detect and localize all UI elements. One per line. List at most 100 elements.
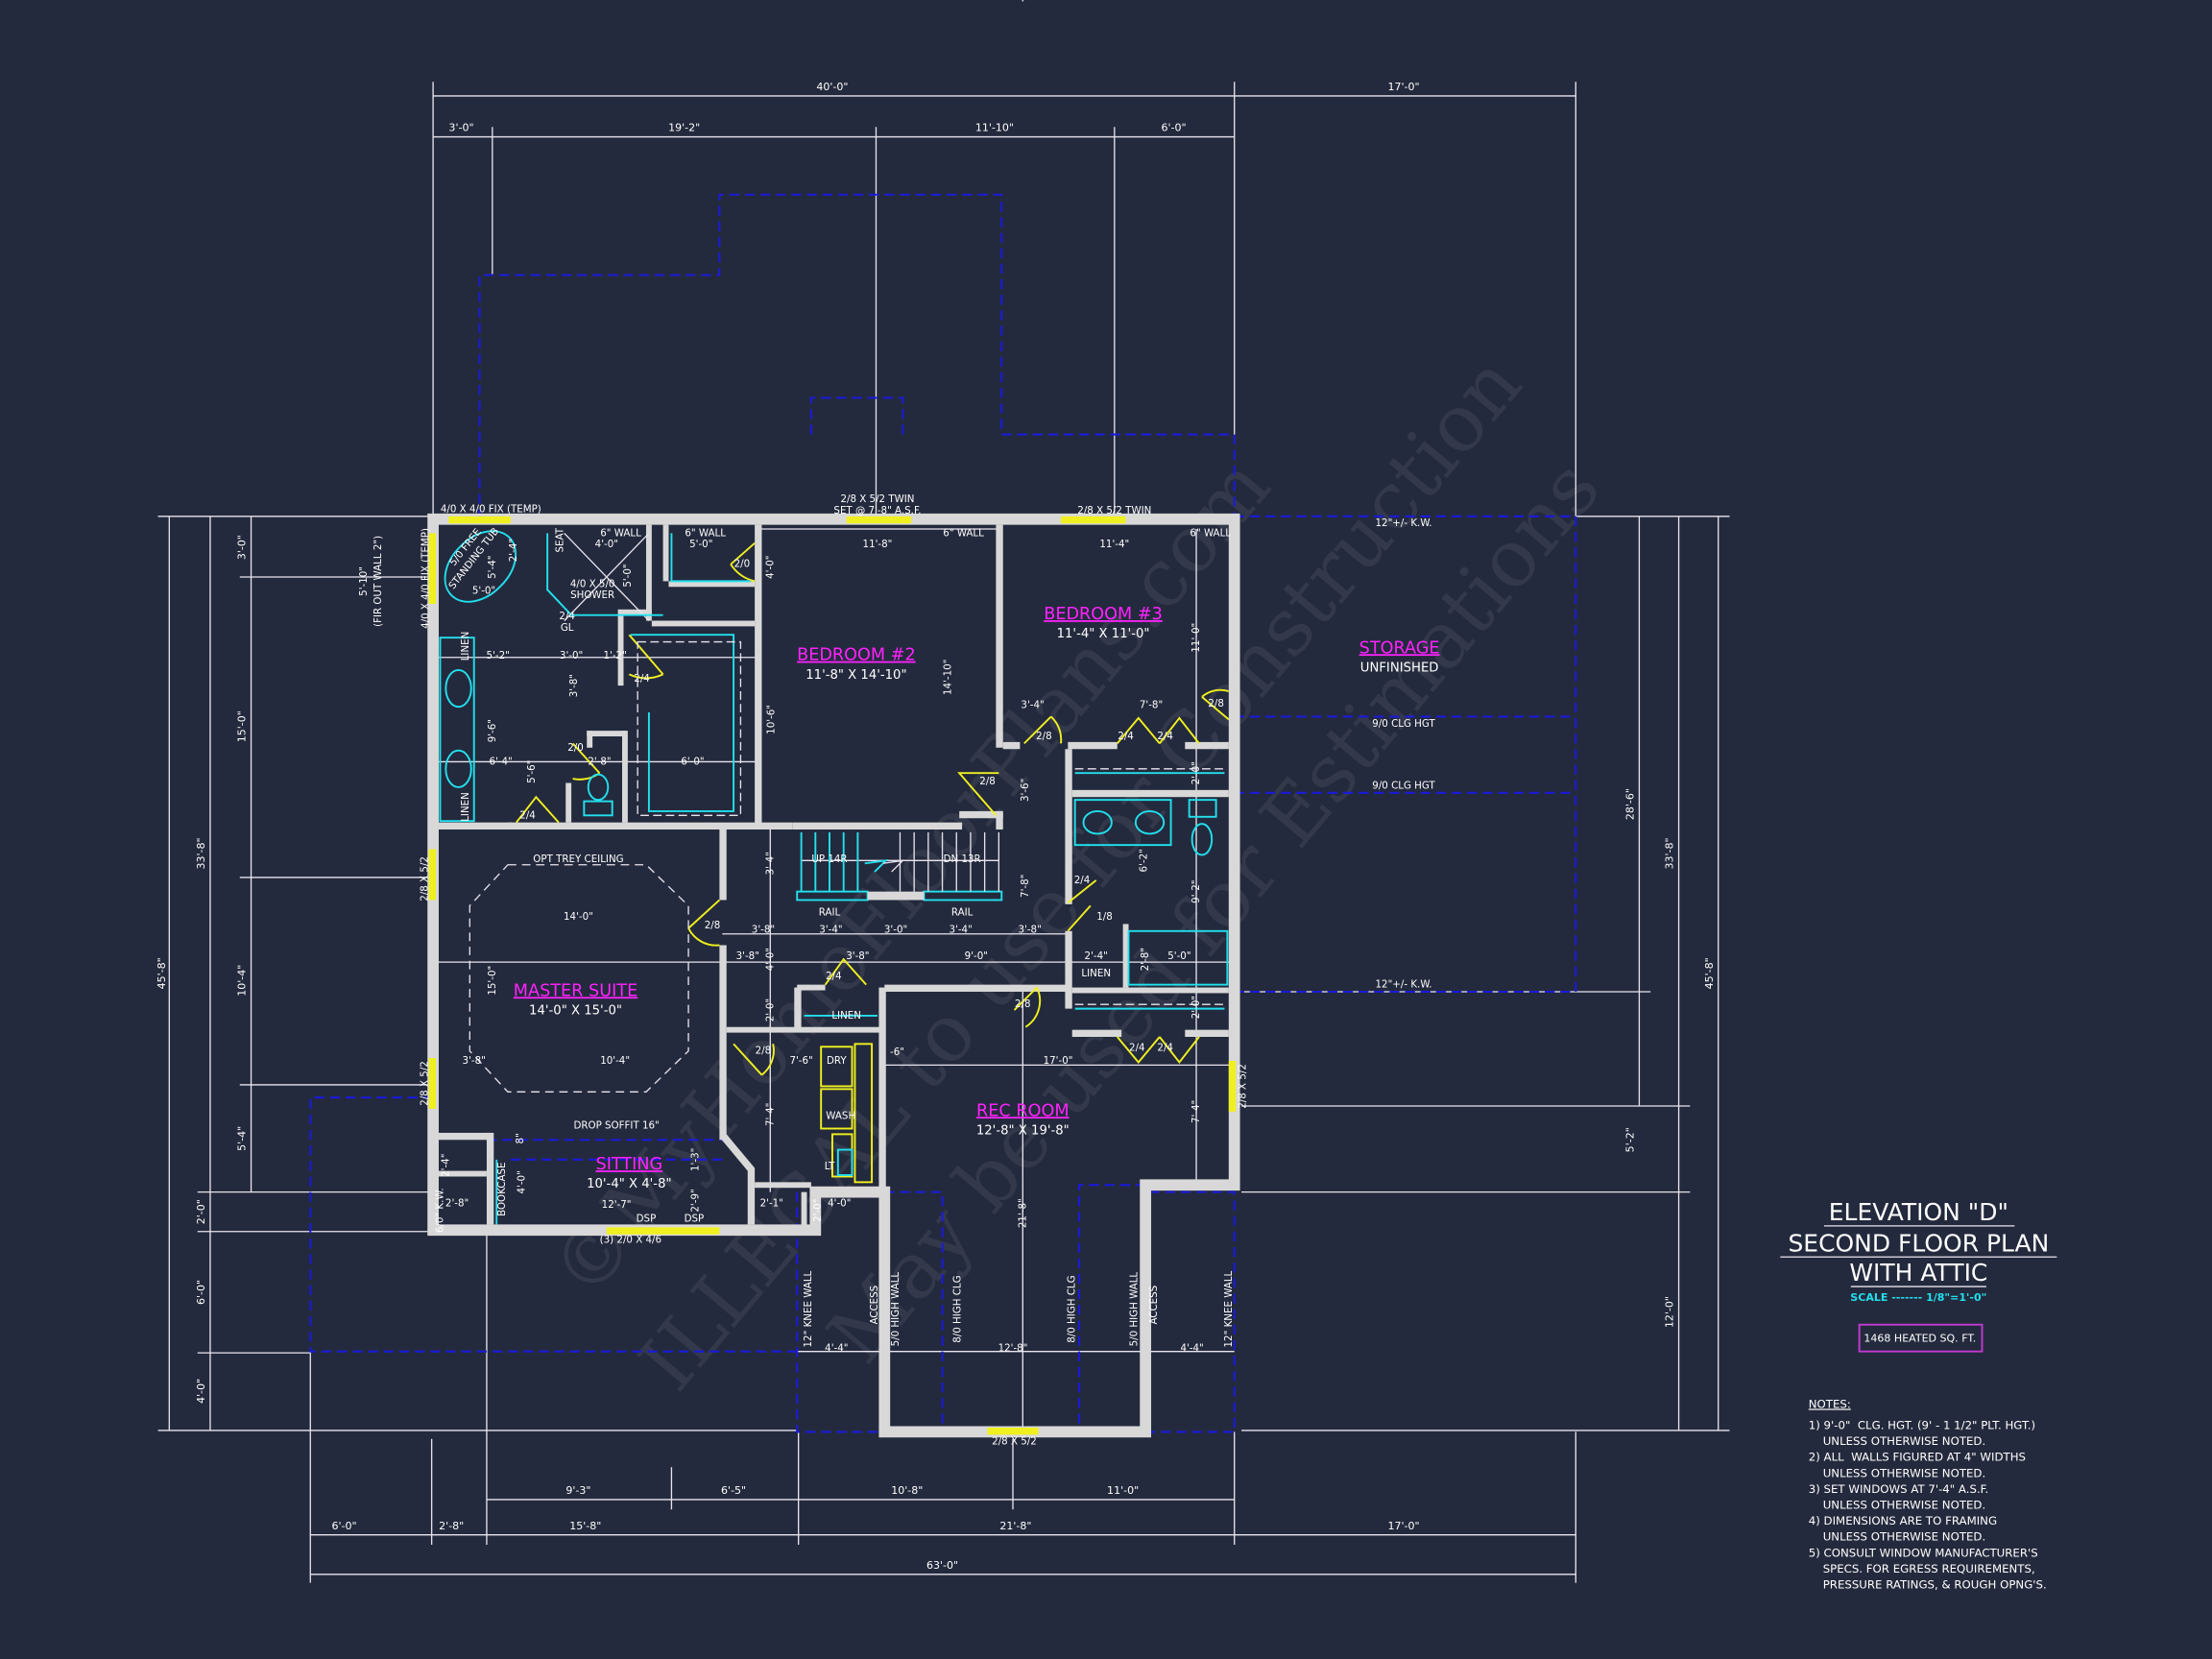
plan-annotation: 4/0 X 5/0: [570, 578, 615, 589]
plan-annotation: 4'-0": [764, 556, 776, 579]
room-name: MASTER SUITE: [514, 981, 637, 1000]
plan-annotation: DSP: [637, 1214, 657, 1225]
plan-annotation: 11'-4": [1099, 539, 1129, 550]
note-line: 2) ALL WALLS FIGURED AT 4" WIDTHS: [1809, 1451, 2026, 1464]
plan-annotation: 6'-4": [489, 756, 512, 767]
sink-icon: [1082, 809, 1113, 835]
window: [448, 516, 511, 524]
plan-annotation: 4'-4": [1180, 1343, 1203, 1355]
plan-annotation: 2'-1": [760, 1197, 783, 1209]
plan-annotation: 2'-0": [812, 1199, 824, 1222]
room-name: BEDROOM #3: [1044, 605, 1163, 624]
notes-heading: NOTES:: [1809, 1397, 1851, 1410]
plan-annotation: 2/0: [567, 742, 584, 754]
plan-annotation: 2/8 X 5/2: [419, 856, 430, 902]
room-name: REC ROOM: [976, 1101, 1070, 1120]
plan-annotation: 6'-2": [1139, 849, 1150, 872]
dimension-top: 11'-10": [975, 122, 1014, 134]
room-name: SITTING: [596, 1155, 663, 1174]
plan-annotation: 2'-0": [1190, 996, 1202, 1019]
plan-annotation: DSP: [685, 1214, 705, 1225]
plan-annotation: 2/4: [519, 809, 536, 821]
plan-annotation: 5'-6": [526, 760, 538, 783]
window: [846, 516, 912, 524]
sink-icon: [1134, 809, 1166, 835]
plan-annotation: DROP SOFFIT 16": [573, 1120, 659, 1132]
dimension-bottom: 6'-0": [331, 1520, 356, 1532]
room-size: 11'-4" X 11'-0": [1057, 627, 1150, 641]
dimension-left: 2'-0": [195, 1199, 207, 1224]
dimension-right: 5'-2": [1624, 1127, 1637, 1152]
dimension-top: 3'-0": [448, 122, 473, 134]
plan-annotation: 2/8: [756, 1046, 772, 1057]
note-line: UNLESS OTHERWISE NOTED.: [1809, 1434, 1985, 1448]
plan-annotation: 6" WALL: [1190, 527, 1231, 539]
plan-annotation: 2'-0": [764, 998, 776, 1022]
plan-annotation: 2/4: [634, 673, 650, 685]
plan-annotation: 5/0 HIGH WALL: [890, 1272, 902, 1347]
title-block: ELEVATION "D" SECOND FLOOR PLAN WITH ATT…: [1780, 1198, 2057, 1353]
plan-annotation: 17'-0": [1044, 1055, 1073, 1067]
plan-annotation: OPT TREY CEILING: [533, 854, 623, 865]
plan-annotation: (FIR OUT WALL 2"): [373, 536, 384, 627]
plan-annotation: 3'-4": [949, 924, 972, 935]
plan-annotation: 2/4: [1157, 1043, 1173, 1054]
attic-outlines: [309, 193, 1577, 1433]
plan-labels: BEDROOM #211'-8" X 14'-10"BEDROOM #311'-…: [156, 81, 1716, 1572]
drawing-scale: SCALE ------- 1/8"=1'-0": [1850, 1291, 1986, 1304]
plan-annotation: 2/4: [1118, 731, 1134, 742]
toilet-icon: [1190, 823, 1214, 856]
room-size: 14'-0" X 15'-0": [529, 1003, 622, 1018]
dimension-left: 10'-4": [236, 965, 249, 997]
walls: [427, 513, 1240, 1438]
plan-annotation: 5'-4": [487, 556, 498, 579]
plan-annotation: 7'-4": [1190, 1100, 1202, 1123]
note-line: UNLESS OTHERWISE NOTED.: [1809, 1466, 1985, 1479]
plan-annotation: 21'-8": [1017, 1198, 1028, 1228]
plan-annotation: 3'-4": [1021, 700, 1044, 711]
plan-annotation: BOOKCASE: [496, 1162, 508, 1215]
plan-annotation: 7'-8": [1140, 700, 1163, 711]
plan-annotation: 11'-0": [1190, 623, 1202, 653]
toilet-tank: [1188, 799, 1217, 818]
plan-annotation: 4'-0": [828, 1197, 851, 1209]
window: [428, 1058, 437, 1109]
plan-annotation: 2'-8": [588, 756, 611, 767]
note-line: 3) SET WINDOWS AT 7'-4" A.S.F.: [1809, 1482, 1989, 1496]
plan-annotation: 2/8 X 5/2: [419, 1061, 430, 1106]
plan-annotation: 6" WALL: [685, 527, 726, 539]
plan-annotation: (3) 2/0 X 4/6: [600, 1235, 661, 1246]
plan-annotation: 2/4: [1157, 731, 1173, 742]
plan-annotation: 2/8 X 5/2 TWIN: [840, 493, 914, 505]
plan-annotation: 5'-0": [622, 564, 634, 587]
dimension-bottom: 11'-0": [1107, 1484, 1139, 1497]
plan-annotation: 3'-8": [846, 950, 869, 962]
plan-annotation: 12" KNEE WALL: [803, 1270, 814, 1347]
room-name: BEDROOM #2: [797, 646, 916, 665]
dimension-left: 33'-8": [195, 837, 207, 869]
dimension-bottom: 21'-8": [999, 1520, 1031, 1532]
notes-block: NOTES: 1) 9'-0" CLG. HGT. (9' - 1 1/2" P…: [1809, 1397, 2047, 1591]
window: [428, 849, 437, 901]
plan-annotation: WASH: [826, 1110, 855, 1121]
room-size: 10'-4" X 4'-8": [587, 1177, 671, 1191]
plan-annotation: 8": [515, 1133, 526, 1143]
window: [1060, 516, 1126, 524]
vanity: [1073, 799, 1172, 847]
plan-annotation: 2'-0": [1190, 761, 1202, 784]
title-line-1: ELEVATION "D": [1829, 1198, 2008, 1226]
note-line: 5) CONSULT WINDOW MANUFACTURER'S: [1809, 1546, 2038, 1559]
plan-annotation: 12"+/- K.W.: [1376, 979, 1432, 991]
plan-annotation: 9/0 CLG HGT: [1372, 718, 1435, 730]
plan-annotation: 5/0 HIGH WALL: [1128, 1272, 1140, 1347]
dimension-right: 12'-0": [1664, 1296, 1676, 1328]
room-name: STORAGE: [1359, 638, 1440, 658]
plan-annotation: 14'-10": [942, 660, 953, 695]
dimension-right: 45'-8": [1703, 957, 1716, 989]
sink-icon: [445, 749, 472, 788]
plan-annotation: DN 13R: [944, 854, 981, 865]
plan-annotation: 6" WALL: [943, 527, 984, 539]
plan-annotation: LINEN: [460, 792, 471, 822]
dimension-left: 45'-8": [156, 957, 168, 989]
